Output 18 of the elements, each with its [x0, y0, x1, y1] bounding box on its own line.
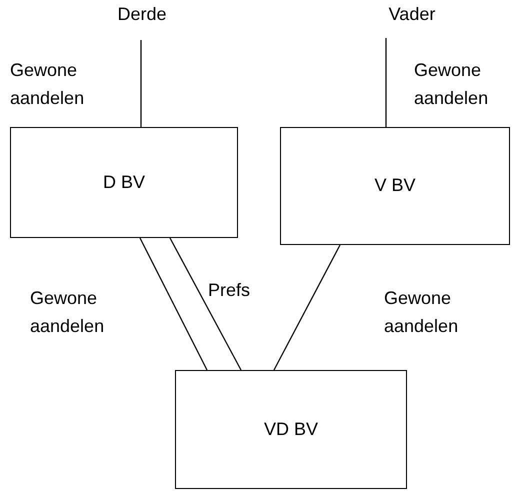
edge-label: Gewone aandelen [384, 287, 460, 338]
entity-box [10, 127, 238, 238]
connector-line [140, 40, 142, 127]
entity-label: D BV [102, 172, 145, 194]
entity-label: VD BV [264, 418, 318, 440]
edge-label: Gewone aandelen [10, 59, 86, 110]
entity-label: V BV [374, 175, 416, 197]
edge-label: Gewone aandelen [30, 287, 106, 338]
edge-label: Gewone aandelen [414, 59, 490, 110]
connector-line [139, 238, 208, 370]
entity-box [175, 370, 407, 489]
connector-line [385, 38, 387, 127]
connector-line [169, 238, 242, 370]
entity-name: Vader [388, 4, 436, 26]
edge-label: Prefs [208, 279, 252, 302]
entity-name: Derde [117, 4, 167, 26]
connector-line [273, 244, 341, 370]
entity-box [280, 127, 510, 245]
